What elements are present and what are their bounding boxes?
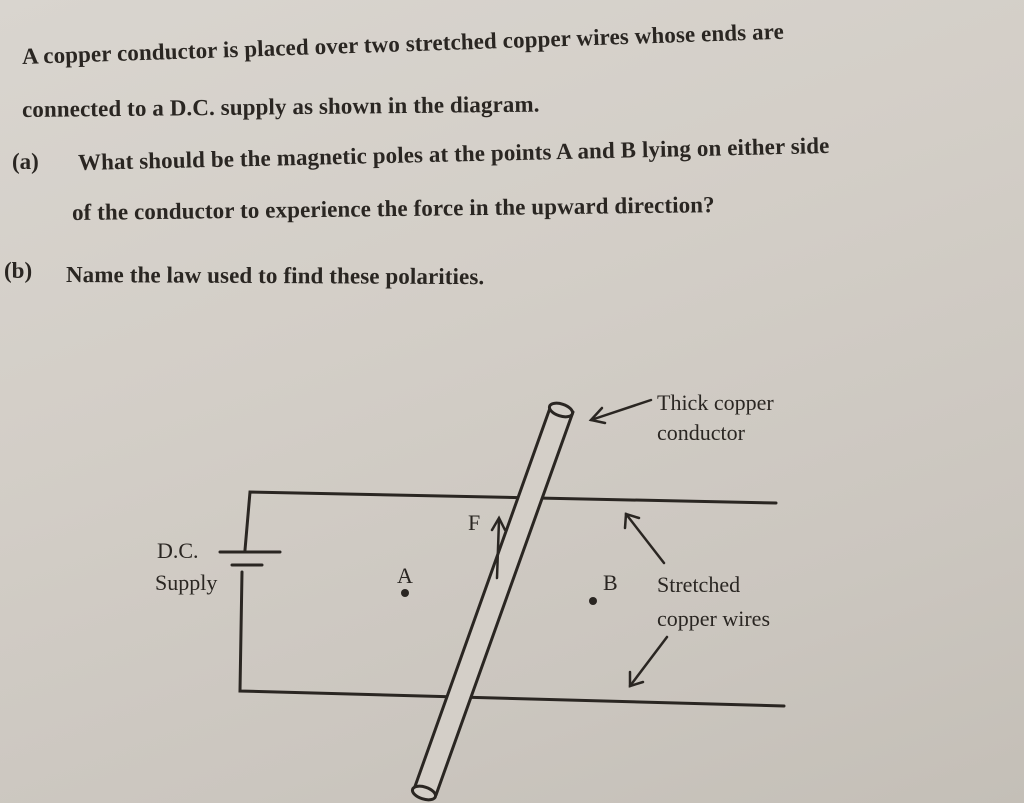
- conductor-label-2: conductor: [657, 420, 746, 445]
- supply-label-2: Supply: [155, 570, 217, 595]
- supply-label-1: D.C.: [157, 538, 199, 563]
- top-wire: [243, 490, 778, 552]
- bottom-wire: [238, 570, 786, 708]
- force-arrow: [490, 515, 507, 580]
- wires-pointer-arrows: [623, 512, 669, 688]
- wires-label-1: Stretched: [657, 572, 740, 597]
- force-label: F: [468, 510, 480, 535]
- conductor-label-1: Thick copper: [657, 390, 774, 415]
- point-b-label: B: [603, 570, 618, 595]
- point-b-dot: [589, 597, 597, 605]
- copper-conductor: [410, 401, 575, 802]
- point-a-label: A: [397, 563, 413, 588]
- part-a-label: (a): [12, 149, 39, 174]
- conductor-pointer-arrow: [588, 398, 653, 425]
- wires-label-2: copper wires: [657, 606, 770, 631]
- part-b-label: (b): [4, 258, 33, 283]
- point-a-dot: [401, 589, 409, 597]
